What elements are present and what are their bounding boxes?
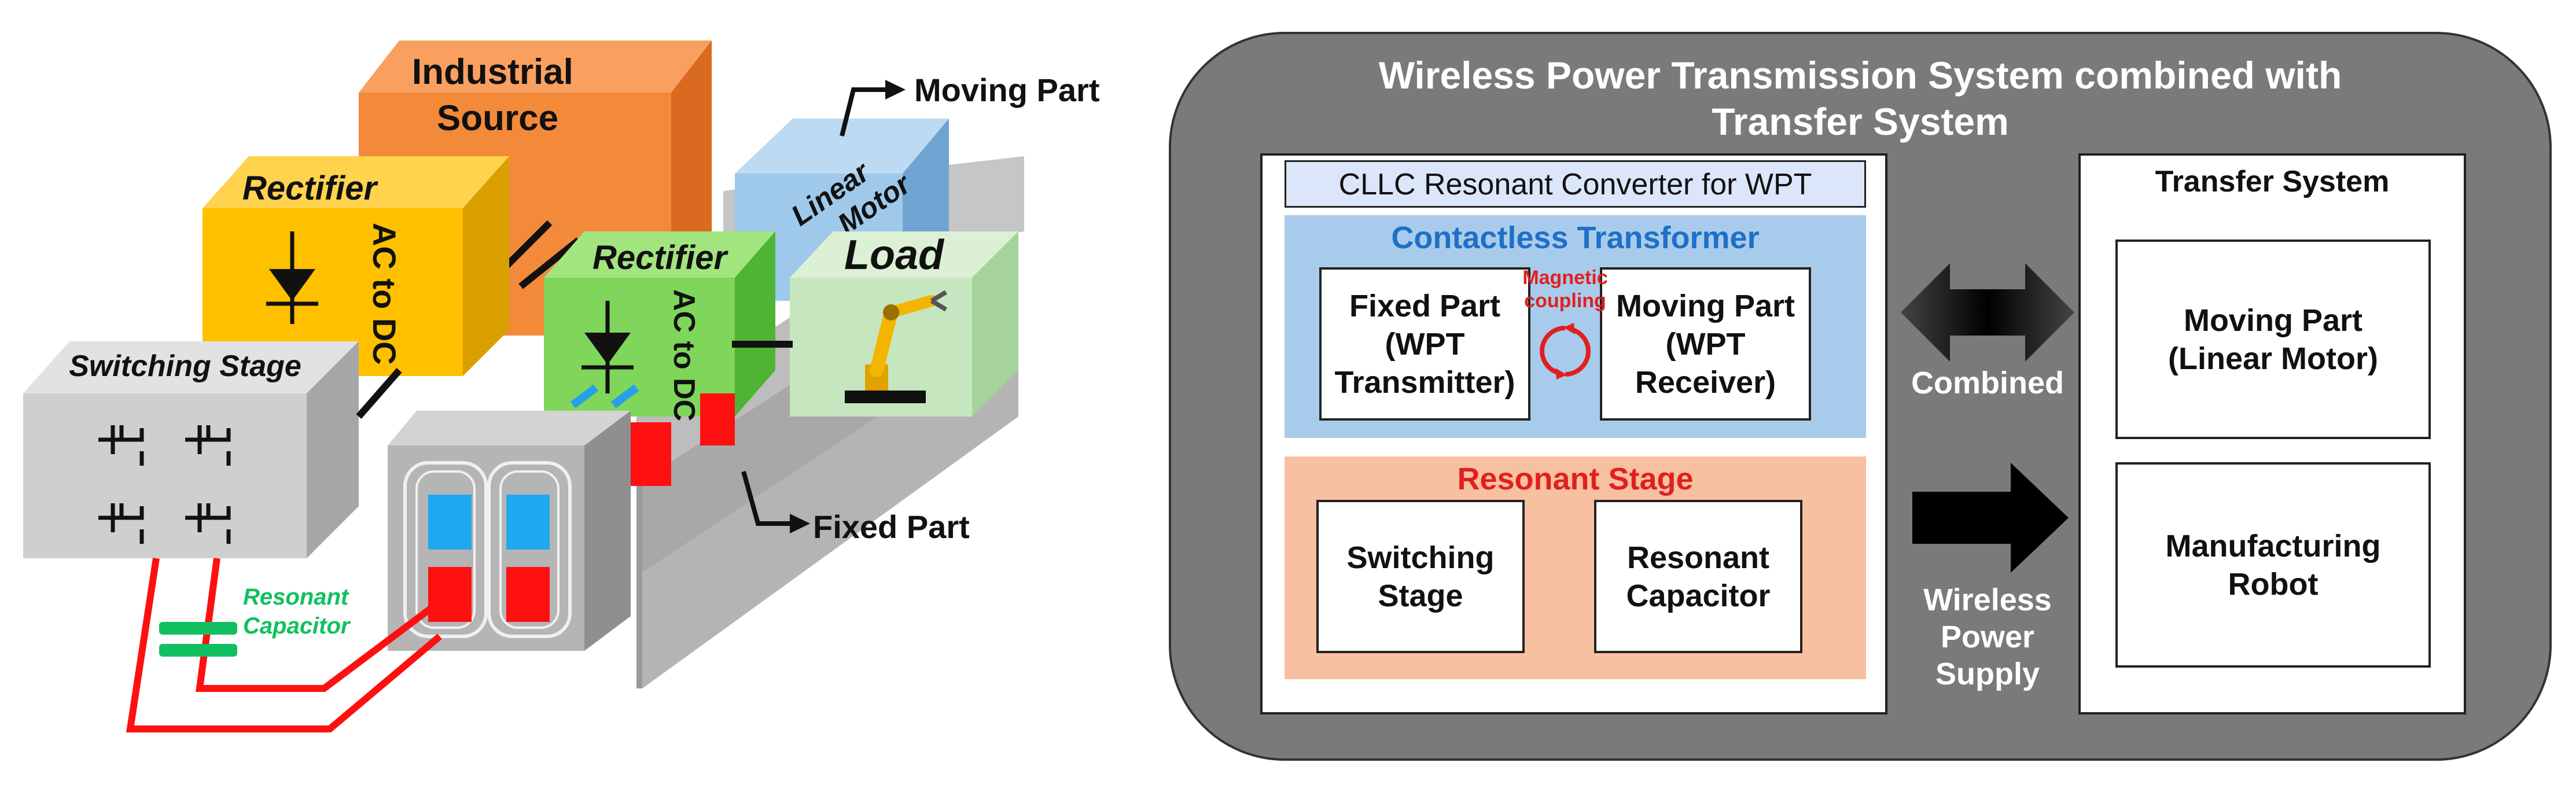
resonant-capacitor-line-2: Capacitor xyxy=(243,613,351,639)
fixed-part-card: Fixed Part (WPT Transmitter) xyxy=(1319,267,1530,421)
rectifier-2-block: Rectifier AC to DC xyxy=(544,231,775,421)
secondary-coil-right xyxy=(506,495,550,550)
combined-double-arrow xyxy=(1901,263,2074,362)
moving-part-card: Moving Part (WPT Receiver) xyxy=(1600,267,1811,421)
cllc-title: CLLC Resonant Converter for WPT xyxy=(1285,160,1866,208)
resonant-capacitor-line-1: Resonant xyxy=(243,584,349,610)
transfer-system-title: Transfer System xyxy=(2155,165,2390,198)
resonant-capacitor-card: Resonant Capacitor xyxy=(1594,500,1802,653)
moving-part-arrow xyxy=(840,80,906,137)
contactless-transformer-box: Contactless Transformer Fixed Part (WPT … xyxy=(1285,215,1866,438)
coupling-icon xyxy=(1539,323,1591,380)
load-label: Load xyxy=(844,232,945,278)
industrial-source-label: Industrial Source xyxy=(412,52,583,138)
source-cable-2 xyxy=(518,237,581,289)
receiver-coil-strip xyxy=(570,384,599,408)
manufacturing-robot-card: Manufacturing Robot xyxy=(2115,462,2431,668)
wireless-power-label: Wireless Power Supply xyxy=(1923,583,2052,691)
robot-arm-icon xyxy=(845,290,948,403)
magnetic-coupling-label: Magnetic coupling xyxy=(1522,267,1608,312)
rectifier-1-title: Rectifier xyxy=(242,170,379,207)
rectifier-2-label: AC to DC xyxy=(667,289,701,421)
industrial-source-line-2: Source xyxy=(437,98,558,138)
switching-stage-block: Switching Stage xyxy=(23,341,359,558)
load-block: Load xyxy=(790,231,1018,417)
diode-icon xyxy=(266,231,318,324)
wireless-power-arrow xyxy=(1912,463,2069,573)
diode-icon-2 xyxy=(582,301,634,393)
wpt-illustration-svg: Industrial Source Rectifier AC to DC Swi… xyxy=(23,40,1099,732)
fixed-part-arrow xyxy=(741,470,810,533)
diagram-title: Wireless Power Transmission System combi… xyxy=(1378,54,2342,143)
system-block-diagram: Wireless Power Transmission System combi… xyxy=(1169,32,2552,761)
combined-label: Combined xyxy=(1911,366,2064,400)
contactless-transformer-title: Contactless Transformer xyxy=(1391,220,1760,255)
rectifier-1-label: AC to DC xyxy=(366,223,403,365)
capacitor-icon xyxy=(159,622,237,657)
moving-part-label: Moving Part xyxy=(914,72,1099,108)
industrial-source-block: Industrial Source xyxy=(359,40,712,336)
transfer-system-box: Transfer System Moving Part (Linear Moto… xyxy=(2078,153,2466,714)
cllc-converter-box: CLLC Resonant Converter for WPT Contactl… xyxy=(1260,153,1887,714)
dc-link-cable xyxy=(356,368,402,419)
primary-coil xyxy=(631,422,671,486)
linear-motor-card: Moving Part (Linear Motor) xyxy=(2115,240,2431,439)
rectifier-2-title: Rectifier xyxy=(593,239,729,277)
resonant-stage-box: Resonant Stage Switching Stage Resonant … xyxy=(1285,456,1866,679)
resonant-stage-title: Resonant Stage xyxy=(1457,462,1694,496)
primary-coil-right xyxy=(506,567,550,622)
fixed-part-label: Fixed Part xyxy=(813,509,970,545)
secondary-coil-left xyxy=(428,495,472,550)
resonant-capacitor-label: Resonant Capacitor xyxy=(243,584,355,639)
primary-coil-left xyxy=(428,567,472,622)
industrial-source-line-1: Industrial xyxy=(412,52,573,92)
primary-coil-2 xyxy=(700,393,735,445)
receiver-coil-strip-2 xyxy=(610,384,639,408)
wpt-illustration: Industrial Source Rectifier AC to DC Swi… xyxy=(0,0,1157,789)
switching-stage-card: Switching Stage xyxy=(1316,500,1525,653)
mosfet-icons xyxy=(98,425,231,544)
switching-stage-label: Switching Stage xyxy=(69,349,301,383)
rectifier-1-block: Rectifier AC to DC xyxy=(203,156,509,376)
